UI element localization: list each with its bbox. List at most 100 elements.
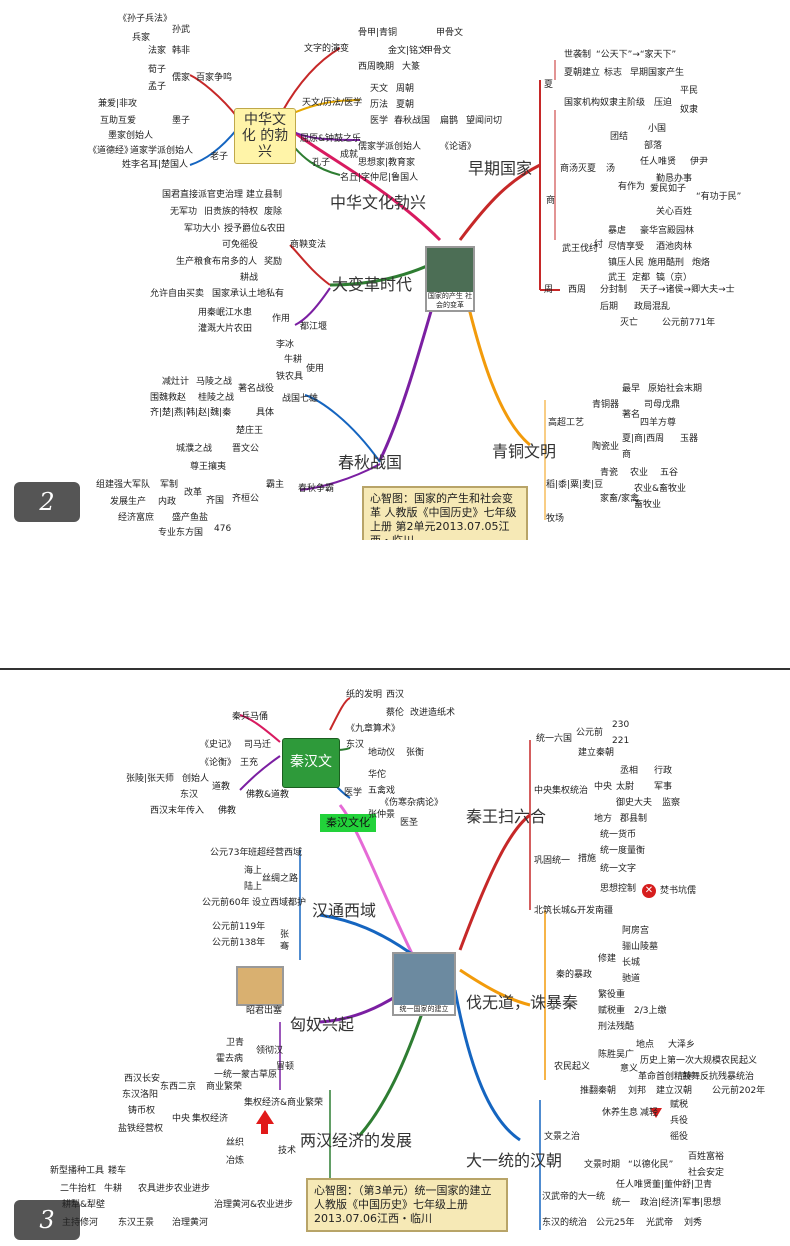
leaf-text: 战国七雄 [282, 394, 319, 404]
leaf-text: 夏 [544, 80, 554, 90]
leaf-text: 军事 [654, 782, 673, 792]
leaf-text: 家畜/家禽 [600, 494, 640, 504]
leaf-text: 定都 [632, 273, 651, 283]
center-unification-image: 统一国家的建立 [392, 952, 456, 1016]
leaf-text: 荀子 [148, 65, 167, 75]
leaf-text: 集权经济 [192, 1114, 229, 1124]
leaf-text: 具体 [256, 408, 275, 418]
mindmap-page-2: 国家的产生 社会的变革 中华文化 的勃兴 中华文化勃兴 大变革时代 春秋战国 早… [0, 0, 790, 554]
page-number-2: 2 [14, 482, 80, 522]
leaf-text: 有作为 [618, 182, 646, 192]
leaf-text: 秦的暴政 [556, 970, 593, 980]
zhaojun-picture [236, 966, 284, 1006]
leaf-text: 农民起义 [554, 1062, 591, 1072]
leaf-text: 周朝 [396, 84, 415, 94]
leaf-text: 西汉 [386, 690, 405, 700]
leaf-text: 赋税重 [598, 1006, 626, 1016]
leaf-text: 《道德经》 [88, 146, 134, 156]
leaf-text: 行政 [654, 766, 673, 776]
leaf-text: 畜牧业 [634, 500, 662, 510]
leaf-text: 中央 [172, 1114, 191, 1124]
leaf-text: 大篆 [402, 62, 421, 72]
leaf-text: 齐|楚|燕|韩|赵|魏|秦 [150, 408, 232, 418]
leaf-text: 冶炼 [226, 1156, 245, 1166]
leaf-text: 法家 [148, 46, 167, 56]
leaf-text: 476 [214, 524, 232, 534]
leaf-text: 班超经营西域 [248, 848, 303, 858]
leaf-text: 互助互爱 [100, 116, 137, 126]
leaf-text: 郡县制 [620, 814, 648, 824]
leaf-text: 治理黄河 [172, 1218, 209, 1228]
leaf-text: 灌溉大片农田 [198, 324, 253, 334]
leaf-text: 公元前60年 [202, 898, 250, 908]
page-gap [0, 540, 790, 668]
leaf-text: 夏朝建立 [564, 68, 601, 78]
leaf-text: 公元25年 [596, 1218, 635, 1228]
leaf-text: 骞 [280, 942, 290, 952]
mindmap-page-3: 统一国家的建立 秦汉文化 秦汉文化 秦王扫六合 汉通西域 匈奴兴起 伐无道，诛暴… [0, 668, 790, 1246]
leaf-text: 周 [544, 285, 554, 295]
leaf-text: 赋税 [670, 1100, 689, 1110]
leaf-text: 都江堰 [300, 322, 328, 332]
leaf-text: 部落 [644, 141, 663, 151]
branch-dabiange: 大变革时代 [332, 275, 413, 294]
leaf-text: 阿房宫 [622, 926, 650, 936]
leaf-text: 生产粮食布帛多的人 [176, 257, 258, 267]
leaf-text: 改革 [184, 488, 203, 498]
leaf-text: 四羊方尊 [640, 418, 677, 428]
leaf-text: 政局混乱 [634, 302, 671, 312]
leaf-text: 统一文字 [600, 864, 637, 874]
leaf-text: 文字的演变 [304, 44, 350, 54]
leaf-text: 甲骨文 [424, 46, 452, 56]
leaf-text: 军功大小 [184, 224, 221, 234]
leaf-text: 地动仪 [368, 748, 396, 758]
leaf-text: 减轻 [640, 1108, 659, 1118]
note-box-page-3: 心智图：（第3单元）统一国家的建立 人教版《中国历史》七年级上册 2013.07… [306, 1178, 508, 1232]
leaf-text: 巩固统一 [534, 856, 571, 866]
leaf-text: 刘邦 [628, 1086, 647, 1096]
leaf-text: 霍去病 [216, 1054, 244, 1064]
leaf-text: 医圣 [400, 818, 419, 828]
leaf-text: “以德化民” [628, 1160, 674, 1170]
branch-qinwang: 秦王扫六合 [466, 807, 547, 826]
leaf-text: 奴隶主阶级 [600, 98, 646, 108]
leaf-text: 五谷 [660, 468, 679, 478]
leaf-text: 纣 [594, 240, 604, 250]
leaf-text: 医学 [344, 788, 363, 798]
leaf-text: “有功于民” [696, 192, 742, 202]
leaf-text: 道家学派创始人 [130, 146, 194, 156]
leaf-text: 西汉末年传入 [150, 806, 205, 816]
leaf-text: 历史上第一次大规模农民起义 [640, 1056, 758, 1066]
leaf-text: 公元前138年 [212, 938, 266, 948]
leaf-text: 骨甲|青铜 [358, 28, 398, 38]
leaf-text: 牛耕 [104, 1184, 123, 1194]
leaf-text: 设立西域都护 [252, 898, 307, 908]
leaf-text: 历法 [370, 100, 389, 110]
leaf-text: 甲骨文 [436, 28, 464, 38]
leaf-text: 东西二京 [160, 1082, 197, 1092]
leaf-text: 公元前202年 [712, 1086, 766, 1096]
center-caption-page-2: 国家的产生 社会的变革 [427, 292, 473, 310]
leaf-text: 西周 [568, 285, 587, 295]
leaf-text: 墨子 [172, 116, 191, 126]
leaf-text: 武王伐纣 [562, 244, 599, 254]
leaf-text: 地点 [636, 1040, 655, 1050]
leaf-text: 商业繁荣 [206, 1082, 243, 1092]
leaf-text: 公元前771年 [662, 318, 716, 328]
leaf-text: 海上 [244, 866, 263, 876]
leaf-text: 文景之治 [544, 1132, 581, 1142]
leaf-text: 2/3上缴 [634, 1006, 667, 1016]
leaf-text: 旧贵族的特权 [204, 207, 259, 217]
leaf-text: 霸主 [266, 480, 285, 490]
green-label-qinhan: 秦汉文化 [320, 814, 376, 832]
leaf-text: 统一 [612, 1198, 631, 1208]
leaf-text: 道教 [212, 782, 231, 792]
leaf-text: 百姓富裕 [688, 1152, 725, 1162]
leaf-text: 平民 [680, 86, 699, 96]
leaf-text: 马陵之战 [196, 377, 233, 387]
leaf-text: 组建强大军队 [96, 480, 151, 490]
leaf-text: 建立县制 [246, 190, 283, 200]
leaf-text: 东汉王景 [118, 1218, 155, 1228]
leaf-text: 推翻秦朝 [580, 1086, 617, 1096]
leaf-text: 灭亡 [620, 318, 639, 328]
